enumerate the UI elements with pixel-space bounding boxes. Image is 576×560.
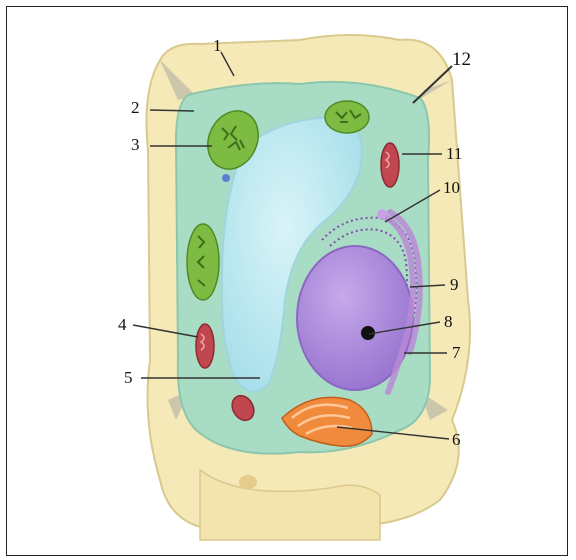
label-9: 9 xyxy=(450,275,459,294)
label-10: 10 xyxy=(443,178,460,197)
plasmodesma xyxy=(239,475,257,489)
label-8: 8 xyxy=(444,312,453,331)
chloroplast-3 xyxy=(187,224,219,300)
mitochondrion-2 xyxy=(196,324,214,368)
label-12: 12 xyxy=(452,49,471,70)
small-vesicle xyxy=(222,174,230,182)
label-2: 2 xyxy=(131,98,140,117)
label-7: 7 xyxy=(452,343,461,362)
label-5: 5 xyxy=(124,368,133,387)
label-11: 11 xyxy=(446,144,462,163)
mitochondrion-1 xyxy=(381,143,399,187)
label-3: 3 xyxy=(131,135,140,154)
label-6: 6 xyxy=(452,430,461,449)
label-4: 4 xyxy=(118,315,127,334)
chloroplast-2 xyxy=(325,101,369,133)
leader-2 xyxy=(150,110,194,111)
label-1: 1 xyxy=(213,36,222,55)
er-vesicle xyxy=(377,209,387,219)
